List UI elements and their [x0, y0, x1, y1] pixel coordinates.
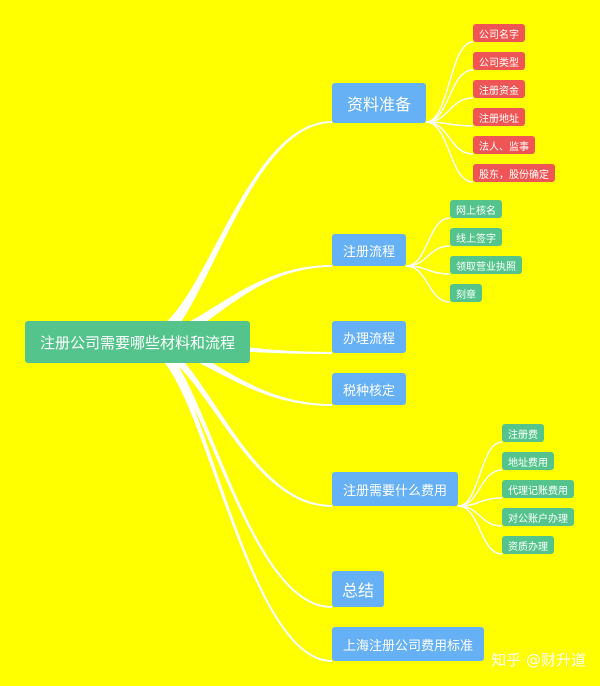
leaf-gongsi-leixing[interactable]: 公司类型: [473, 52, 525, 70]
leaf-gudong-gufen[interactable]: 股东，股份确定: [473, 164, 555, 182]
leaf-faren-jianshi[interactable]: 法人、监事: [473, 136, 535, 154]
connector-branch-0: [145, 121, 332, 352]
leaf-xianshang-qianzi[interactable]: 线上签字: [450, 228, 502, 246]
connector-leaf-2-0: [457, 441, 503, 507]
connector-leaf-2-4: [457, 505, 503, 555]
leaf-zhuce-dizhi[interactable]: 注册地址: [473, 108, 525, 126]
leaf-dizhi-feiyong[interactable]: 地址费用: [502, 452, 554, 470]
leaf-wangshang-heming[interactable]: 网上核名: [450, 200, 502, 218]
branch-zongjie[interactable]: 总结: [332, 571, 384, 607]
watermark-text: 知乎 @财升道: [491, 651, 586, 669]
connector-branch-6: [145, 334, 332, 662]
leaf-zizhi-banli[interactable]: 资质办理: [502, 536, 554, 554]
connector-branch-4: [145, 336, 332, 507]
connector-leaf-0-1: [425, 69, 474, 123]
branch-banli-liucheng[interactable]: 办理流程: [332, 321, 406, 353]
connector-leaf-0-0: [425, 41, 474, 123]
connector-leaf-0-5: [425, 121, 474, 183]
leaf-zhuce-zijin[interactable]: 注册资金: [473, 80, 525, 98]
leaf-kezhang[interactable]: 刻章: [450, 284, 482, 302]
leaf-lingqu-zhizhao[interactable]: 领取营业执照: [450, 256, 522, 274]
leaf-duigong-zhanghu[interactable]: 对公账户办理: [502, 508, 574, 526]
root-node[interactable]: 注册公司需要哪些材料和流程: [25, 321, 250, 363]
branch-zhuce-liucheng[interactable]: 注册流程: [332, 234, 406, 266]
branch-feiyong[interactable]: 注册需要什么费用: [332, 472, 458, 506]
branch-shuizhong[interactable]: 税种核定: [332, 373, 406, 405]
branch-ziliao[interactable]: 资料准备: [332, 83, 426, 123]
leaf-gongsi-mingzi[interactable]: 公司名字: [473, 24, 525, 42]
connector-leaf-1-1: [405, 245, 451, 267]
leaf-zhuce-fei[interactable]: 注册费: [502, 424, 544, 442]
connector-leaf-2-1: [457, 469, 503, 507]
connector-leaf-1-0: [405, 217, 451, 267]
connector-leaf-1-3: [405, 265, 451, 303]
branch-shanghai-biaozhun[interactable]: 上海注册公司费用标准: [332, 627, 484, 661]
connector-leaf-0-2: [425, 97, 474, 123]
connector-leaf-0-4: [425, 121, 474, 155]
connector-leaf-2-3: [457, 505, 503, 527]
connector-branch-5: [145, 335, 332, 608]
leaf-daili-jizhang[interactable]: 代理记账费用: [502, 480, 574, 498]
